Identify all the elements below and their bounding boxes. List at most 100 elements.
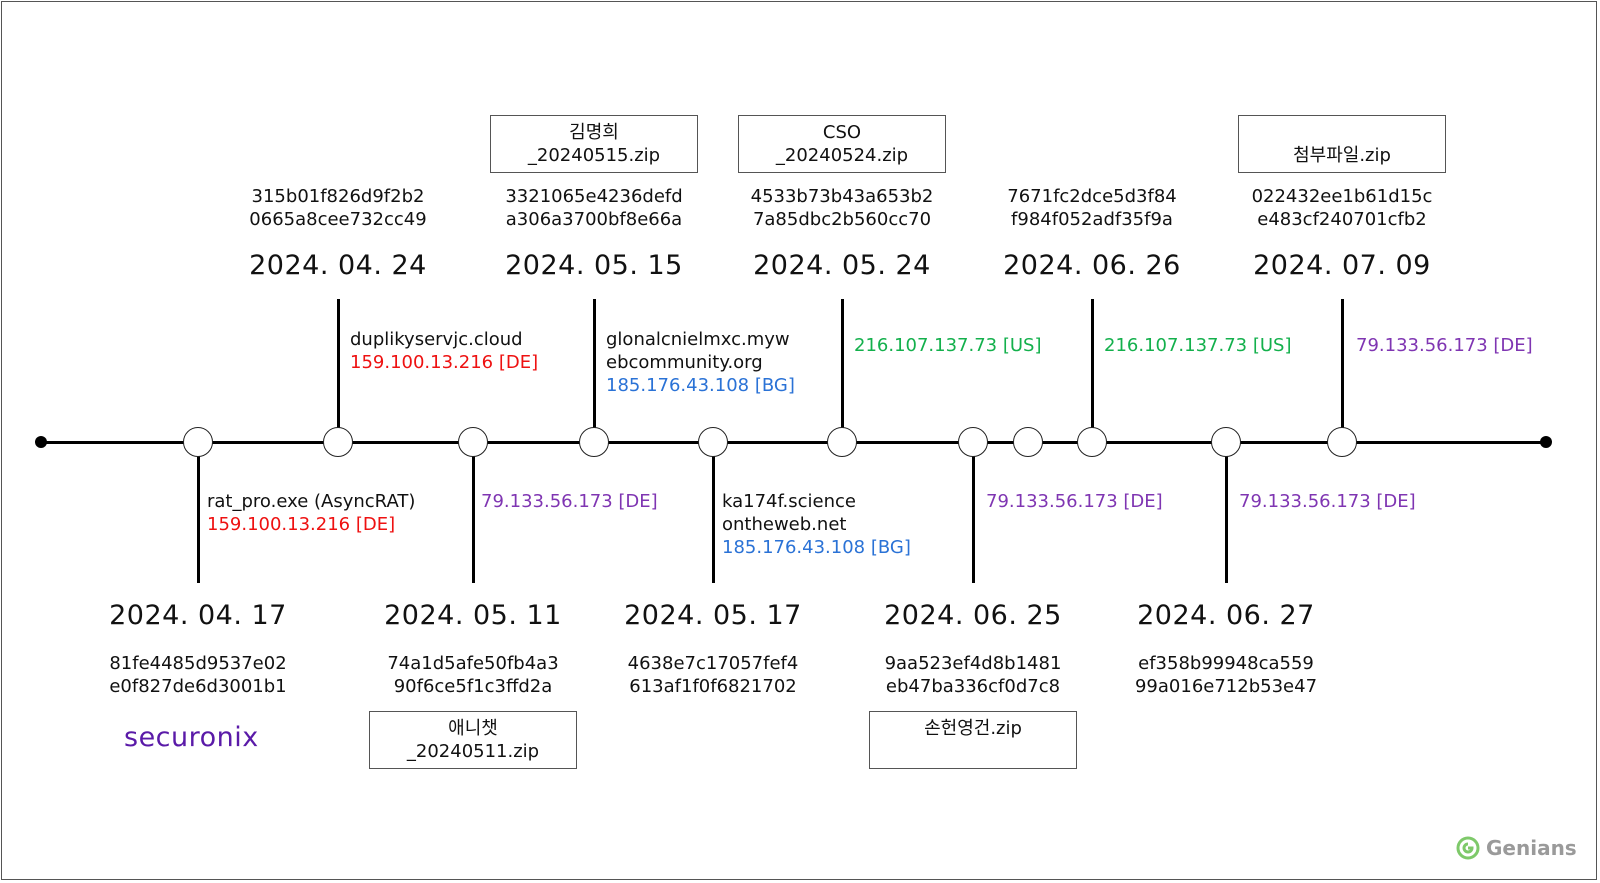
hash-line: 0665a8cee732cc49 bbox=[249, 209, 427, 230]
top-event-date: 2024. 07. 09 bbox=[1253, 250, 1431, 281]
filename-line: 첨부파일.zip bbox=[1293, 145, 1391, 166]
annotation-line: ebcommunity.org bbox=[606, 352, 763, 373]
hash-line: 90f6ce5f1c3ffd2a bbox=[393, 676, 553, 697]
genians-logo-text: Genians bbox=[1486, 836, 1577, 860]
top-event-annotation: 216.107.137.73 [US] bbox=[1104, 334, 1292, 357]
genians-logo-icon bbox=[1456, 836, 1480, 860]
filename-line: 김명희 bbox=[569, 122, 619, 143]
annotation-line: 216.107.137.73 [US] bbox=[1104, 335, 1292, 356]
top-event-filename-box: 김명희_20240515.zip bbox=[490, 115, 698, 173]
top-event-filename-box: CSO_20240524.zip bbox=[738, 115, 946, 173]
bottom-event-annotation: 79.133.56.173 [DE] bbox=[481, 490, 658, 513]
bottom-event-date: 2024. 04. 17 bbox=[109, 600, 287, 631]
hash-line: eb47ba336cf0d7c8 bbox=[885, 676, 1061, 697]
annotation-line: rat_pro.exe (AsyncRAT) bbox=[207, 491, 416, 512]
filename-line: _20240524.zip bbox=[775, 145, 909, 166]
timeline-node bbox=[458, 427, 488, 457]
hash-line: 7a85dbc2b560cc70 bbox=[752, 209, 932, 230]
annotation-line: 159.100.13.216 [DE] bbox=[207, 514, 396, 535]
bottom-event-annotation: 79.133.56.173 [DE] bbox=[1239, 490, 1416, 513]
bottom-event-date: 2024. 06. 25 bbox=[884, 600, 1062, 631]
hash-line: e0f827de6d3001b1 bbox=[109, 676, 287, 697]
timeline-end-dot bbox=[1540, 436, 1552, 448]
timeline-node bbox=[1211, 427, 1241, 457]
annotation-line: 185.176.43.108 [BG] bbox=[606, 375, 795, 396]
timeline-node bbox=[579, 427, 609, 457]
hash-line: 99a016e712b53e47 bbox=[1134, 676, 1318, 697]
timeline-start-dot bbox=[35, 436, 47, 448]
bottom-event-filename-box: 애니챗_20240511.zip bbox=[369, 711, 577, 769]
annotation-line: 79.133.56.173 [DE] bbox=[986, 491, 1163, 512]
annotation-line: ka174f.science bbox=[722, 491, 856, 512]
bottom-event-stem bbox=[972, 442, 975, 583]
top-event-annotation: 216.107.137.73 [US] bbox=[854, 334, 1042, 357]
hash-line: 022432ee1b61d15c bbox=[1251, 186, 1433, 207]
timeline-node bbox=[1013, 427, 1043, 457]
hash-line: 4533b73b43a653b2 bbox=[750, 186, 934, 207]
top-event-stem bbox=[593, 299, 596, 442]
bottom-event-annotation: rat_pro.exe (AsyncRAT)159.100.13.216 [DE… bbox=[207, 490, 415, 536]
hash-line: ef358b99948ca559 bbox=[1138, 653, 1314, 674]
bottom-event-stem bbox=[712, 442, 715, 583]
annotation-line: 185.176.43.108 [BG] bbox=[722, 537, 911, 558]
hash-line: 315b01f826d9f2b2 bbox=[251, 186, 425, 207]
hash-line: 81fe4485d9537e02 bbox=[109, 653, 287, 674]
annotation-line: ontheweb.net bbox=[722, 514, 847, 535]
filename-line: _20240511.zip bbox=[406, 741, 540, 762]
top-event-stem bbox=[337, 299, 340, 442]
annotation-line: 159.100.13.216 [DE] bbox=[350, 352, 539, 373]
annotation-line: duplikyservjc.cloud bbox=[350, 329, 523, 350]
annotation-line: 79.133.56.173 [DE] bbox=[1356, 335, 1533, 356]
hash-line: 3321065e4236defd bbox=[505, 186, 683, 207]
top-event-annotation: 79.133.56.173 [DE] bbox=[1356, 334, 1533, 357]
filename-line: 애니챗 bbox=[448, 718, 498, 739]
timeline-node bbox=[323, 427, 353, 457]
bottom-event-date: 2024. 06. 27 bbox=[1137, 600, 1315, 631]
hash-line: e483cf240701cfb2 bbox=[1257, 209, 1427, 230]
annotation-line: 216.107.137.73 [US] bbox=[854, 335, 1042, 356]
timeline-node bbox=[698, 427, 728, 457]
annotation-line: 79.133.56.173 [DE] bbox=[481, 491, 658, 512]
annotation-line: glonalcnielmxc.myw bbox=[606, 329, 790, 350]
hash-line: a306a3700bf8e66a bbox=[505, 209, 683, 230]
timeline-node bbox=[958, 427, 988, 457]
genians-logo: Genians bbox=[1456, 836, 1577, 860]
bottom-event-stem bbox=[472, 442, 475, 583]
top-event-date: 2024. 06. 26 bbox=[1003, 250, 1181, 281]
hash-line: 613af1f0f6821702 bbox=[629, 676, 797, 697]
bottom-event-stem bbox=[1225, 442, 1228, 583]
top-event-stem bbox=[1091, 299, 1094, 442]
top-event-stem bbox=[841, 299, 844, 442]
hash-line: 7671fc2dce5d3f84 bbox=[1007, 186, 1177, 207]
top-event-stem bbox=[1341, 299, 1344, 442]
bottom-event-date: 2024. 05. 17 bbox=[624, 600, 802, 631]
timeline-node bbox=[183, 427, 213, 457]
filename-line bbox=[1239, 121, 1445, 144]
timeline-node bbox=[827, 427, 857, 457]
annotation-line: 79.133.56.173 [DE] bbox=[1239, 491, 1416, 512]
hash-line: 74a1d5afe50fb4a3 bbox=[387, 653, 559, 674]
filename-line: CSO bbox=[822, 122, 862, 143]
bottom-event-annotation: 79.133.56.173 [DE] bbox=[986, 490, 1163, 513]
filename-line: _20240515.zip bbox=[527, 145, 661, 166]
timeline-node bbox=[1077, 427, 1107, 457]
bottom-event-date: 2024. 05. 11 bbox=[384, 600, 562, 631]
top-event-date: 2024. 04. 24 bbox=[249, 250, 427, 281]
bottom-event-filename-box: 손헌영건.zip bbox=[869, 711, 1077, 769]
filename-line bbox=[870, 740, 1076, 763]
hash-line: f984f052adf35f9a bbox=[1011, 209, 1173, 230]
